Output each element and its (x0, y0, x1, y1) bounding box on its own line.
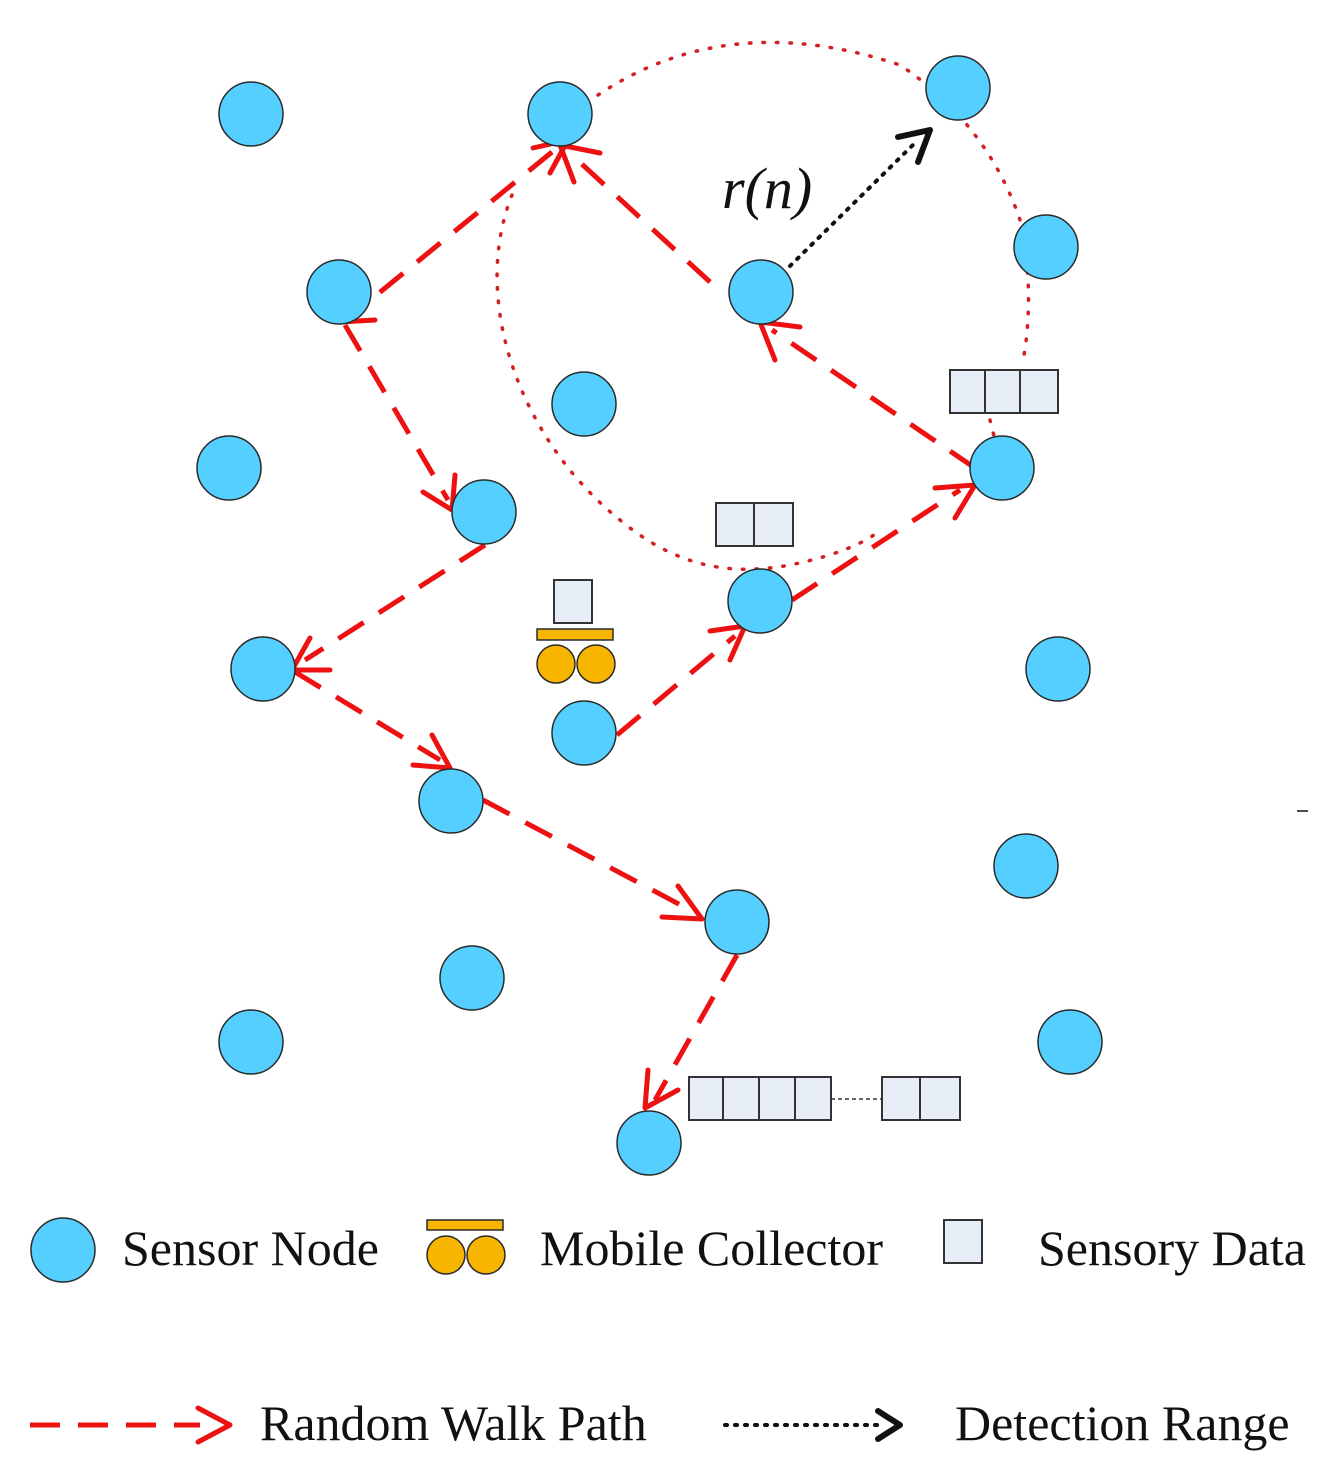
walk-segment (652, 953, 740, 1102)
data-queue-long (688, 1076, 961, 1121)
sensor-node (451, 479, 517, 545)
sensor-node (993, 833, 1059, 899)
legend-sensor-node-icon (30, 1217, 96, 1283)
walk-segment (615, 634, 737, 737)
collector-wheel (536, 644, 576, 684)
sensor-node (196, 435, 262, 501)
walk-segment (303, 542, 487, 663)
range-radius-label: r(n) (722, 156, 812, 221)
walk-segment (481, 797, 692, 913)
sensor-node (418, 768, 484, 834)
walk-arrowhead (420, 472, 458, 513)
sensor-node (728, 259, 794, 325)
legend-sensory-data-label: Sensory Data (1038, 1220, 1306, 1276)
legend: Sensor Node Mobile Collector Sensory Dat… (30, 1217, 1306, 1451)
random-walk-path (289, 137, 978, 1111)
legend-detection-arrowhead (875, 1408, 903, 1442)
sensor-node (616, 1110, 682, 1176)
legend-mobile-collector-label: Mobile Collector (540, 1220, 883, 1276)
walk-segment (570, 153, 712, 284)
walk-arrowhead (410, 732, 453, 771)
sensory-data-packet (794, 1076, 832, 1121)
walk-arrowhead (932, 482, 978, 521)
legend-sensor-node-label: Sensor Node (122, 1220, 379, 1276)
mobile-collector (536, 579, 616, 684)
sensor-node (969, 435, 1035, 501)
sensory-data-packet (715, 502, 755, 547)
sensory-data-packet (758, 1076, 796, 1121)
sensor-node (551, 700, 617, 766)
walk-arrowhead (757, 319, 803, 363)
collector-bar (536, 628, 614, 641)
walk-segment (293, 669, 442, 763)
sensor-nodes (196, 55, 1103, 1176)
walk-segment (790, 487, 962, 603)
data-queue-2 (715, 502, 794, 547)
sensor-node (1037, 1009, 1103, 1075)
walk-segment (770, 327, 977, 471)
sensor-node (218, 1009, 284, 1075)
range-radius-line (788, 138, 920, 268)
sensory-data-packet (1019, 369, 1059, 414)
legend-collector-wheel (426, 1235, 466, 1275)
sensor-node (230, 636, 296, 702)
walk-segment (342, 323, 451, 502)
legend-collector-bar (426, 1219, 504, 1231)
walk-arrowhead (659, 883, 705, 922)
walk-segment (350, 150, 554, 317)
sensory-data-packet (949, 369, 986, 414)
sensor-node (527, 81, 593, 147)
walk-arrowhead (707, 623, 748, 663)
sensor-node (551, 371, 617, 437)
sensory-data-packet (919, 1076, 961, 1121)
detection-range-boundary-inner (495, 193, 882, 571)
sensory-data-packet (984, 369, 1021, 414)
collector-wheel (576, 644, 616, 684)
legend-random-walk-label: Random Walk Path (260, 1395, 647, 1451)
legend-detection-range-label: Detection Range (955, 1395, 1290, 1451)
sensory-data-packet (553, 579, 593, 624)
sensory-data-packet (722, 1076, 760, 1121)
sensor-node (1013, 214, 1079, 280)
sensory-data-packet (881, 1076, 921, 1121)
sensor-node (306, 259, 372, 325)
sensory-data-packet (753, 502, 794, 547)
legend-collector-wheel (466, 1235, 506, 1275)
legend-sensory-data-icon (943, 1219, 983, 1264)
data-queue-3 (949, 369, 1059, 414)
sensor-node (218, 81, 284, 147)
sensory-data-packet (688, 1076, 724, 1121)
sensor-node (1025, 636, 1091, 702)
sensor-node (727, 568, 793, 634)
sensor-node (704, 889, 770, 955)
sensor-node (925, 55, 991, 121)
legend-walk-arrowhead (195, 1405, 233, 1445)
walk-arrowhead (642, 1067, 681, 1111)
sensor-node (439, 945, 505, 1011)
range-radius-arrowhead (895, 127, 933, 165)
